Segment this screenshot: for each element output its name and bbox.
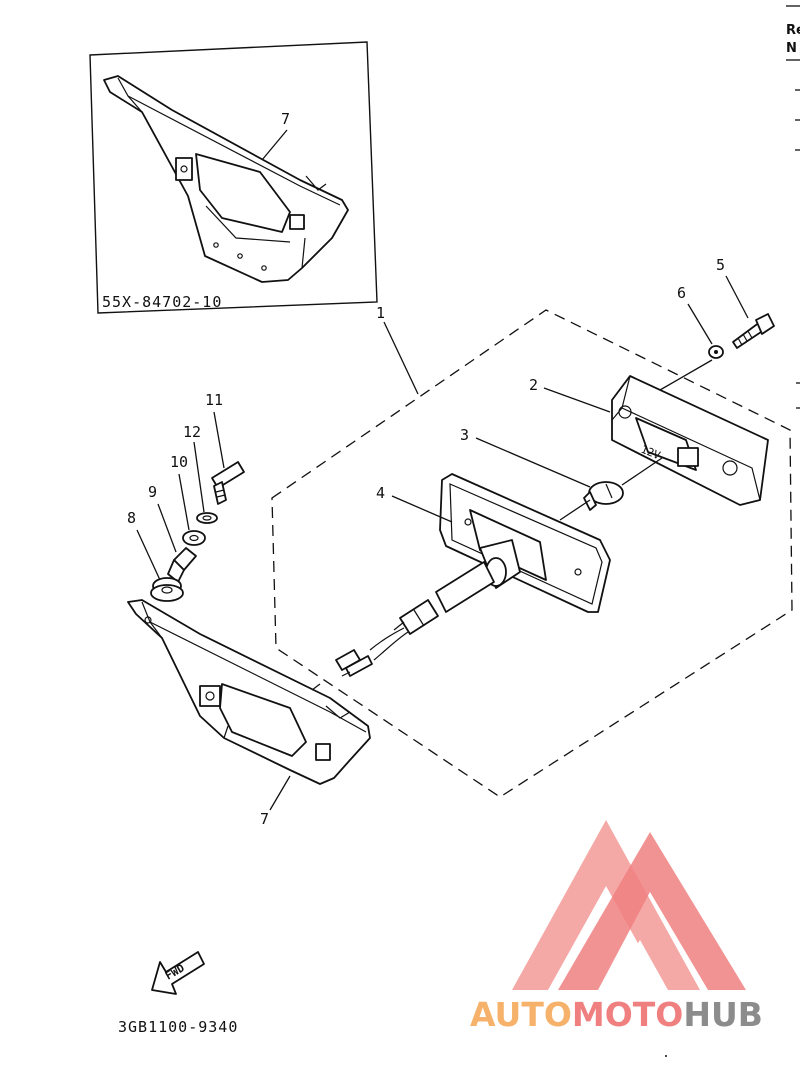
leader-5 (725, 275, 749, 319)
inset-part-number: 55X-84702-10 (102, 293, 222, 311)
edge-text-1: Re (786, 23, 800, 38)
callout-6: 6 (677, 284, 686, 302)
watermark-text: AUTOMOTOHUB (470, 995, 763, 1034)
bracket-part-7 (127, 599, 371, 785)
callout-3: 3 (460, 426, 469, 444)
callout-9: 9 (148, 483, 157, 501)
washer-part-6 (708, 345, 724, 359)
grommet-part-8 (150, 577, 184, 602)
callout-2: 2 (529, 376, 538, 394)
leader-12 (193, 441, 205, 513)
callout-8: 8 (127, 509, 136, 527)
leader-3 (475, 437, 591, 488)
watermark-part-1: AUTO (470, 995, 572, 1034)
bolt-part-11 (211, 461, 245, 505)
assembly-boundary (271, 309, 793, 798)
edge-marks (795, 89, 800, 409)
callout-5: 5 (716, 256, 725, 274)
leader-2 (543, 387, 611, 413)
inset-bracket (103, 75, 349, 283)
watermark-logo (512, 820, 746, 990)
diagram-code: 3GB1100-9340 (118, 1018, 238, 1036)
collar-part-9 (167, 547, 197, 583)
leader-10 (178, 473, 190, 531)
leader-3c (559, 499, 591, 521)
housing-part-4 (335, 473, 611, 677)
leader-6 (687, 303, 713, 345)
inset-box: 7 55X-84702-10 (89, 41, 378, 314)
leader-9 (157, 503, 177, 553)
callout-7-inset: 7 (281, 110, 290, 128)
callout-1: 1 (376, 304, 385, 322)
watermark-part-2: MOTO (572, 995, 683, 1034)
bulb-part-3 (583, 481, 624, 511)
leader-7-main (269, 775, 291, 811)
leader-3b (621, 457, 663, 486)
leader-11 (213, 411, 225, 469)
leader-8 (136, 529, 161, 581)
callout-4: 4 (376, 484, 385, 502)
speck (665, 1055, 667, 1057)
leader-1 (383, 321, 419, 395)
callout-11: 11 (205, 391, 223, 409)
fwd-arrow-icon: FWD (151, 951, 205, 995)
leader-4 (391, 495, 453, 523)
callout-7-main: 7 (260, 810, 269, 828)
screw-part-5 (732, 313, 775, 349)
leader-7-inset (261, 129, 288, 161)
leader-6b (659, 359, 713, 391)
leader-bracket-hint (311, 683, 321, 691)
washer-part-10 (182, 530, 206, 546)
edge-text-2: N (786, 41, 797, 56)
callout-12: 12 (183, 423, 201, 441)
callout-10: 10 (170, 453, 188, 471)
watermark-part-3: HUB (683, 995, 763, 1034)
lens-part-2: 12V (611, 375, 769, 506)
clip-part-12 (196, 512, 218, 524)
